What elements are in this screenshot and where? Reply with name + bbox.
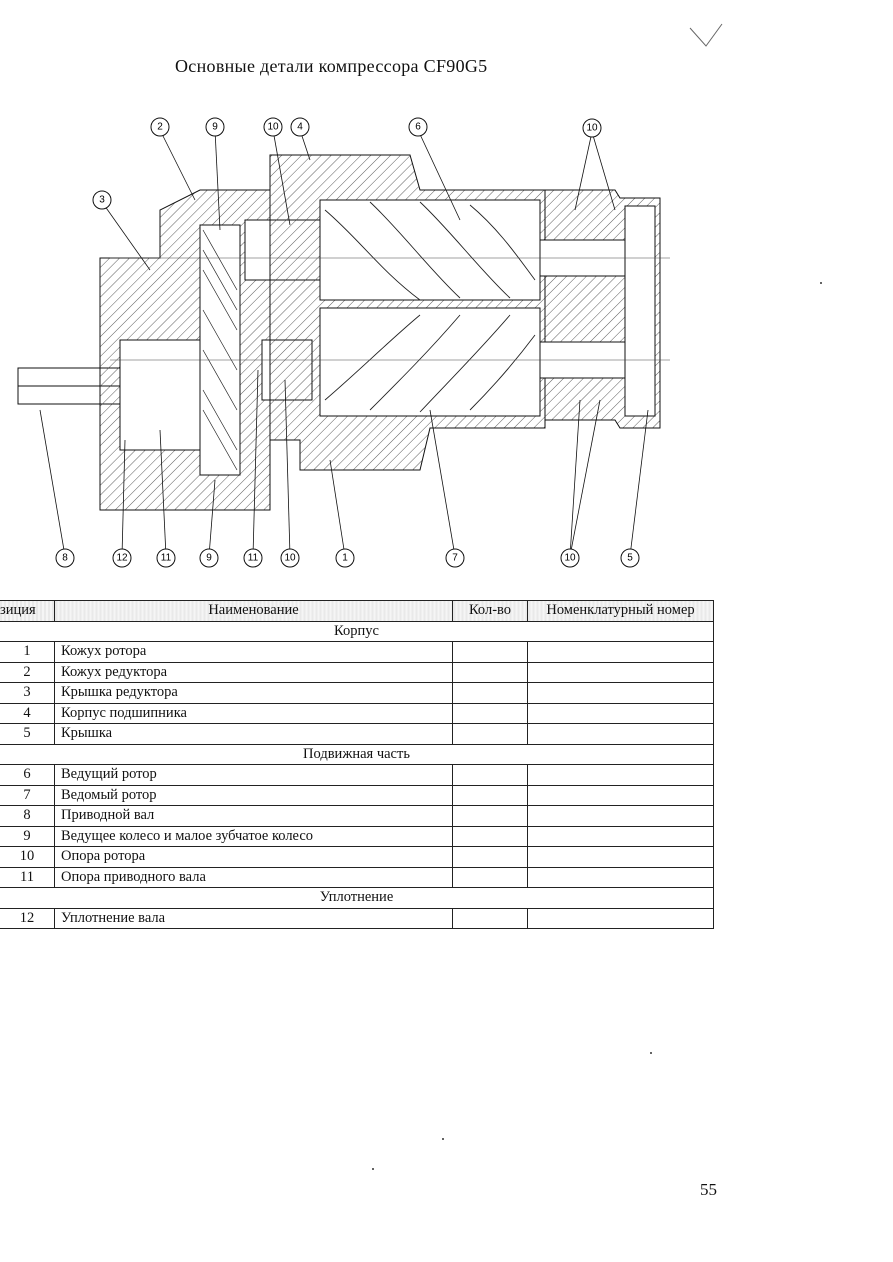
end-cover bbox=[624, 205, 656, 417]
callout-10: 10 bbox=[280, 548, 300, 568]
callout-10: 10 bbox=[263, 117, 283, 137]
callout-11: 11 bbox=[243, 548, 263, 568]
header-qty: Кол-во bbox=[452, 600, 528, 622]
callout-6: 6 bbox=[408, 117, 428, 137]
header-part-number: Номенклатурный номер bbox=[527, 600, 714, 622]
callout-8: 8 bbox=[55, 548, 75, 568]
section-row: Корпус bbox=[0, 620, 714, 642]
callout-1: 1 bbox=[335, 548, 355, 568]
header-name: Наименование bbox=[54, 600, 453, 622]
scan-speck bbox=[650, 1052, 652, 1054]
callout-7: 7 bbox=[445, 548, 465, 568]
callout-3: 3 bbox=[92, 190, 112, 210]
svg-text:10: 10 bbox=[284, 553, 296, 564]
callout-10: 10 bbox=[582, 118, 602, 138]
bull-gear bbox=[199, 224, 241, 476]
page-number: 55 bbox=[700, 1180, 717, 1199]
callout-10: 10 bbox=[560, 548, 580, 568]
compressor-cross-section-drawing: 2 9 10 4 6 10 3 8 12 11 9 11 10 1 7 10 5 bbox=[17, 117, 670, 568]
callout-9: 9 bbox=[199, 548, 219, 568]
male-rotor bbox=[319, 199, 541, 301]
table-header-row: зиция Наименование Кол-во Номенклатурный… bbox=[0, 600, 714, 622]
svg-text:8: 8 bbox=[62, 553, 68, 564]
scan-speck bbox=[442, 1138, 444, 1140]
parts-table: зиция Наименование Кол-во Номенклатурный… bbox=[0, 600, 714, 929]
callout-4: 4 bbox=[290, 117, 310, 137]
scan-speck bbox=[372, 1168, 374, 1170]
svg-text:9: 9 bbox=[212, 122, 218, 133]
callout-2: 2 bbox=[150, 117, 170, 137]
svg-text:2: 2 bbox=[157, 122, 163, 133]
svg-text:12: 12 bbox=[116, 553, 128, 564]
section-row: Подвижная часть bbox=[0, 743, 714, 765]
svg-text:4: 4 bbox=[297, 122, 303, 133]
callout-11: 11 bbox=[156, 548, 176, 568]
svg-text:7: 7 bbox=[452, 553, 458, 564]
svg-text:1: 1 bbox=[342, 553, 348, 564]
svg-text:5: 5 bbox=[627, 553, 633, 564]
callout-5: 5 bbox=[620, 548, 640, 568]
svg-text:10: 10 bbox=[564, 553, 576, 564]
svg-text:3: 3 bbox=[99, 195, 105, 206]
svg-text:9: 9 bbox=[206, 553, 212, 564]
scan-speck bbox=[820, 282, 822, 284]
svg-text:11: 11 bbox=[161, 553, 172, 564]
svg-text:6: 6 bbox=[415, 122, 421, 133]
svg-text:10: 10 bbox=[586, 123, 598, 134]
callout-12: 12 bbox=[112, 548, 132, 568]
header-position: зиция bbox=[0, 600, 55, 622]
page-title: Основные детали компрессора CF90G5 bbox=[175, 56, 488, 76]
svg-text:11: 11 bbox=[248, 553, 259, 564]
check-mark-icon bbox=[689, 23, 723, 47]
section-row: Уплотнение bbox=[0, 887, 714, 909]
female-rotor bbox=[319, 307, 541, 417]
callout-9: 9 bbox=[205, 117, 225, 137]
svg-text:10: 10 bbox=[267, 122, 279, 133]
